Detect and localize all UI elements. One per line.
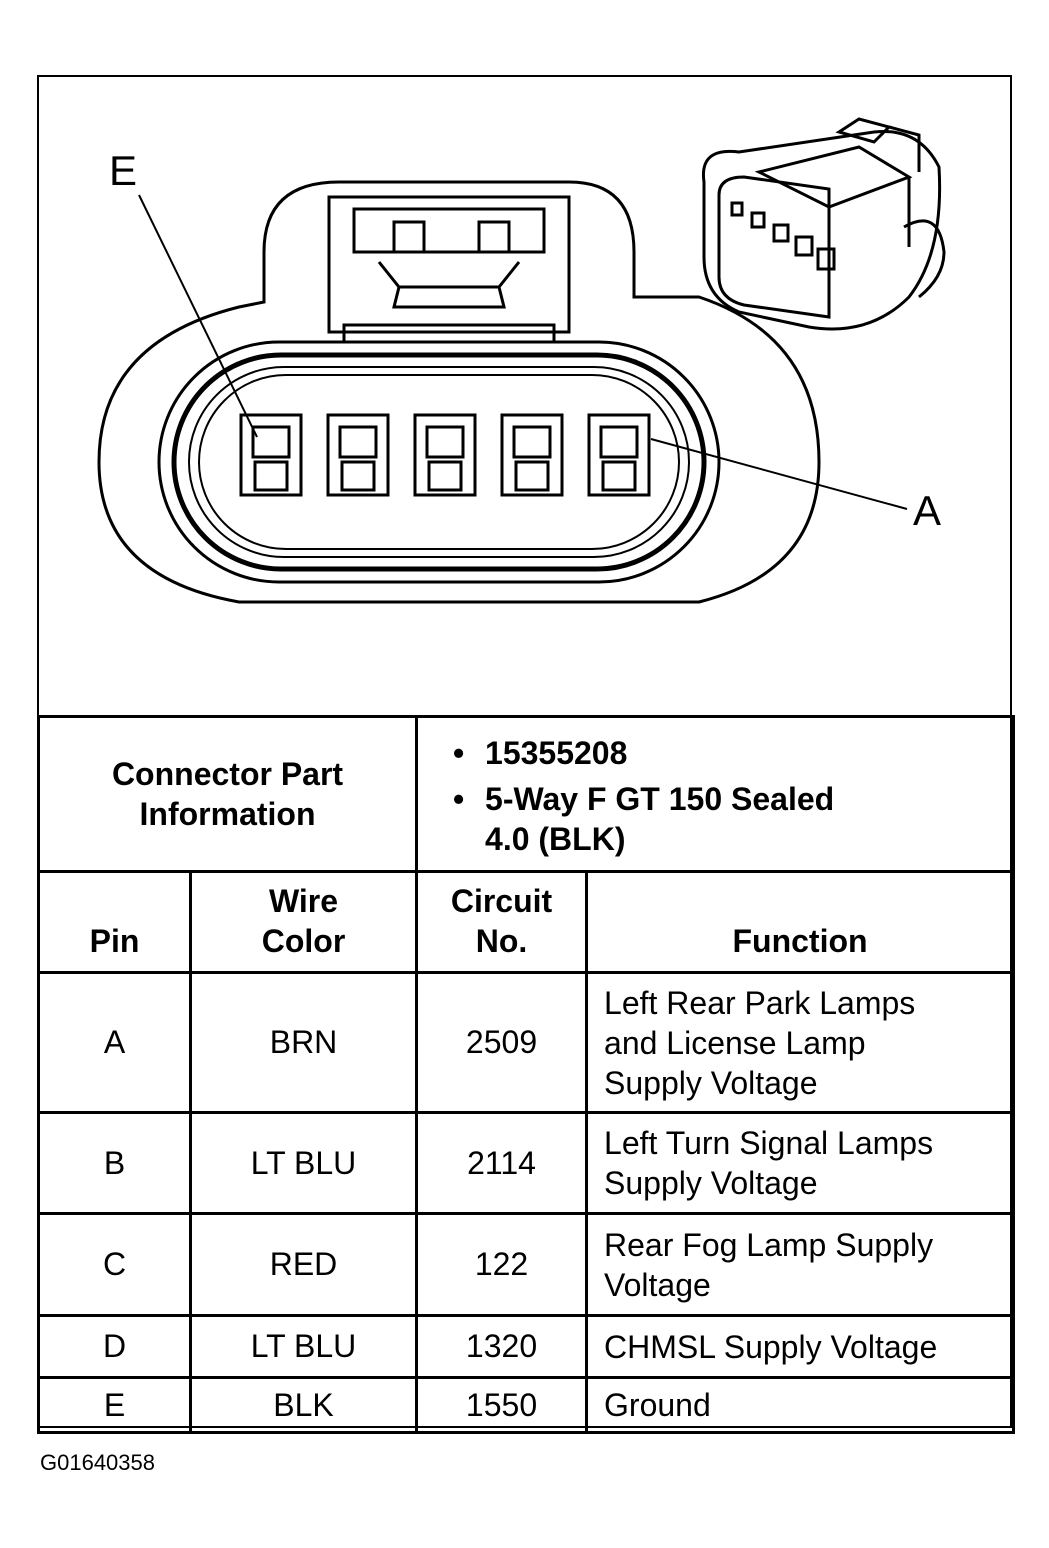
- circuit-cell: 1320: [415, 1314, 589, 1379]
- connector-info-label-line1: Connector Part: [111, 756, 344, 792]
- pin-cavity-d: [326, 413, 390, 497]
- callout-leader-e: [138, 194, 258, 438]
- connector-description-line2: 4.0 (BLK): [485, 821, 626, 857]
- header-pin: Pin: [37, 870, 192, 974]
- function-line: Supply Voltage: [604, 1165, 818, 1201]
- connector-info-label-line2: Information: [139, 796, 316, 832]
- function-line: Rear Fog Lamp Supply: [604, 1226, 934, 1263]
- pin-table: Connector Part Information 15355208 5-Wa…: [36, 715, 1016, 1434]
- circuit-cell: 122: [415, 1212, 589, 1317]
- connector-isometric-view: [701, 117, 946, 331]
- wire-color-cell: LT BLU: [188, 1111, 419, 1215]
- wire-color-cell: RED: [188, 1212, 419, 1317]
- function-line: Left Rear Park Lamps: [604, 984, 916, 1021]
- function-line: CHMSL Supply Voltage: [604, 1328, 938, 1365]
- connector-seal-ring: [157, 340, 721, 584]
- pin-cell: C: [37, 1212, 192, 1317]
- pin-cavity-a: [587, 413, 651, 497]
- connector-part-number: 15355208: [453, 733, 1011, 773]
- diagram-frame: E A Connector Part Information 15355208 …: [36, 75, 1016, 1434]
- function-line: Left Turn Signal Lamps: [604, 1125, 934, 1161]
- function-cell: CHMSL Supply Voltage: [585, 1314, 1016, 1379]
- circuit-cell: 2509: [415, 971, 589, 1114]
- table-header-row: Pin Wire Color Circuit No. Function: [37, 870, 1016, 974]
- callout-label-e: E: [109, 147, 138, 194]
- header-wire-color: Wire Color: [188, 870, 419, 974]
- connector-info-values: 15355208 5-Way F GT 150 Sealed 4.0 (BLK): [415, 715, 1016, 873]
- connector-outer-body: [97, 180, 821, 604]
- table-row: C RED 122 Rear Fog Lamp Supply Voltage: [37, 1212, 1016, 1317]
- header-circuit-line2: No.: [475, 923, 528, 959]
- circuit-cell: 2114: [415, 1111, 589, 1215]
- wire-color-cell: LT BLU: [188, 1314, 419, 1379]
- header-circuit-line1: Circuit: [450, 883, 553, 919]
- connector-latch: [327, 195, 571, 334]
- figure-id: G01640358: [40, 1450, 155, 1475]
- circuit-cell: 1550: [415, 1376, 589, 1434]
- function-cell: Ground: [585, 1376, 1016, 1434]
- header-circuit-no: Circuit No.: [415, 870, 589, 974]
- table-row: B LT BLU 2114 Left Turn Signal Lamps Sup…: [37, 1111, 1016, 1215]
- pin-cavity-c: [413, 413, 477, 497]
- pin-cell: A: [37, 971, 192, 1114]
- pin-cavity-e: [239, 413, 303, 497]
- table-row: D LT BLU 1320 CHMSL Supply Voltage: [37, 1314, 1016, 1379]
- function-line: Supply Voltage: [604, 1064, 818, 1101]
- header-wire-line1: Wire: [268, 883, 339, 919]
- function-line: Voltage: [604, 1266, 711, 1303]
- pin-cell: E: [37, 1376, 192, 1434]
- header-function: Function: [585, 870, 1016, 974]
- wire-color-cell: BLK: [188, 1376, 419, 1434]
- function-line: Ground: [604, 1387, 711, 1423]
- wire-color-cell: BRN: [188, 971, 419, 1114]
- connector-description-line1: 5-Way F GT 150 Sealed: [485, 781, 835, 817]
- header-wire-line2: Color: [261, 923, 346, 959]
- function-line: and License Lamp: [604, 1024, 866, 1061]
- connector-info-label: Connector Part Information: [36, 715, 419, 873]
- pin-cell: B: [37, 1111, 192, 1215]
- pin-cavity-b: [500, 413, 564, 497]
- table-row: E BLK 1550 Ground: [37, 1376, 1016, 1434]
- function-cell: Left Rear Park Lamps and License Lamp Su…: [585, 971, 1016, 1114]
- pin-cell: D: [37, 1314, 192, 1379]
- callout-label-a: A: [913, 487, 942, 534]
- connector-description: 5-Way F GT 150 Sealed 4.0 (BLK): [453, 779, 1011, 859]
- connector-face-drawing: [97, 117, 946, 604]
- function-cell: Left Turn Signal Lamps Supply Voltage: [585, 1111, 1016, 1215]
- callout-leader-a: [650, 438, 908, 510]
- table-row: A BRN 2509 Left Rear Park Lamps and Lice…: [37, 971, 1016, 1114]
- connector-info-row: Connector Part Information 15355208 5-Wa…: [36, 715, 1016, 873]
- function-cell: Rear Fog Lamp Supply Voltage: [585, 1212, 1016, 1317]
